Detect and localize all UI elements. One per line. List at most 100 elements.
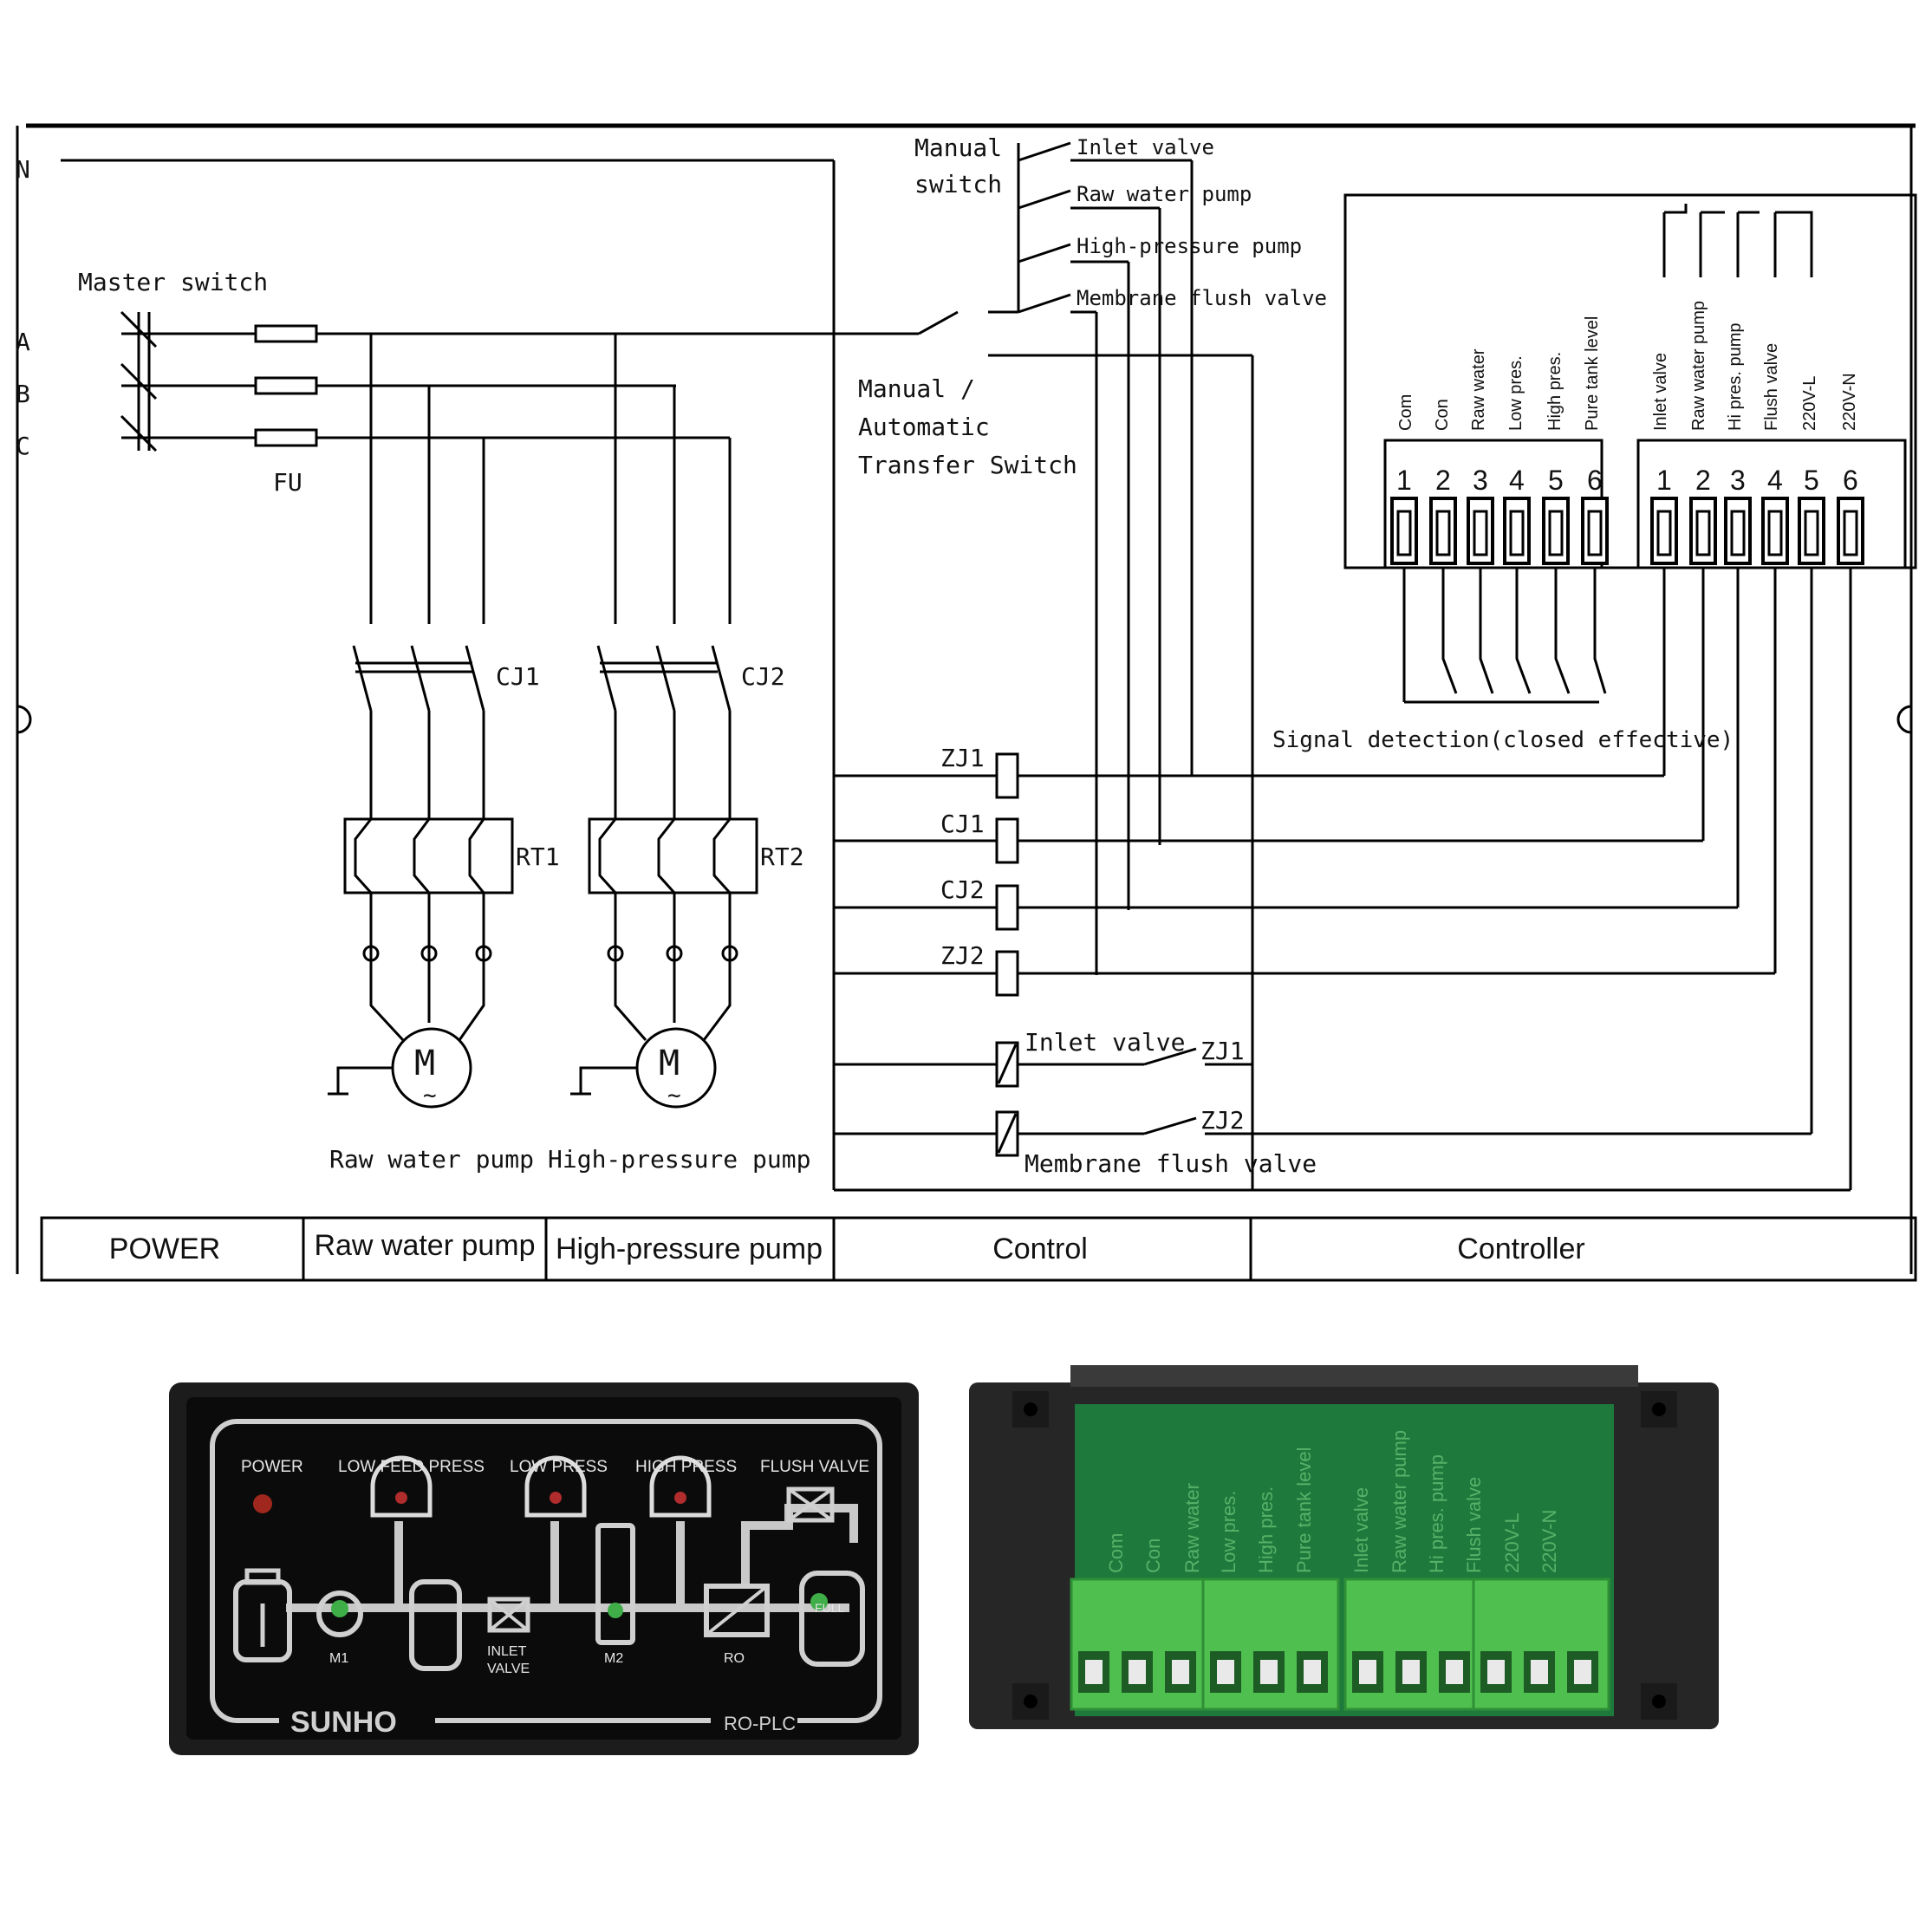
front-low-press-label: LOW PRESS (510, 1458, 608, 1476)
input-terminal-low-pres: Low pres. (1506, 355, 1525, 431)
output-terminal-1 (1650, 497, 1678, 565)
rt1-label: RT1 (516, 842, 560, 871)
output-terminal-hi-pres-pump: Hi pres. pump (1726, 323, 1745, 432)
output-terminal-raw-water-pump: Raw water pump (1689, 301, 1708, 431)
section-raw-water-pump: Raw water pump (314, 1229, 535, 1262)
input-terminal-2 (1429, 497, 1457, 565)
output-terminal-number: 5 (1804, 465, 1819, 496)
front-model-label: RO-PLC (724, 1713, 796, 1734)
manual-switch-label-2: switch (914, 170, 1002, 198)
input-terminal-number: 4 (1509, 465, 1525, 496)
high-pressure-pump-label: High-pressure pump (548, 1145, 810, 1174)
coil-cj2-label: CJ2 (940, 875, 985, 904)
input-terminal-6 (1581, 497, 1609, 565)
inlet-valve-coil-label: Inlet valve (1025, 1028, 1185, 1057)
input-terminal-number: 2 (1435, 465, 1451, 496)
section-control: Control (992, 1233, 1088, 1265)
input-terminal-number: 1 (1396, 465, 1412, 496)
input-terminal-raw-water: Raw water (1469, 348, 1488, 431)
controller-rear-board (969, 1365, 1719, 1729)
front-high-press-label: HIGH PRESS (635, 1458, 737, 1476)
motor-1-ac: ~ (423, 1083, 437, 1109)
wiring-diagram (16, 123, 1917, 1282)
input-terminal-number: 5 (1548, 465, 1564, 496)
pcb-label: Inlet valve (1350, 1487, 1372, 1573)
input-terminal-con: Con (1433, 399, 1452, 431)
front-valve-label: VALVE (487, 1662, 530, 1676)
controller-terminal-blocks (1390, 497, 1864, 565)
input-terminal-pure-tank-level: Pure tank level (1583, 316, 1602, 431)
pcb-label: Con (1142, 1538, 1164, 1573)
a-phase-label: A (16, 328, 30, 356)
front-inlet-label: INLET (487, 1644, 527, 1659)
output-terminal-number: 3 (1730, 465, 1746, 496)
front-m2-label: M2 (604, 1651, 623, 1666)
front-flush-valve-label: FLUSH VALVE (760, 1458, 869, 1476)
manual-output-raw-water-pump: Raw water pump (1077, 182, 1252, 206)
motor-2-ac: ~ (667, 1083, 681, 1109)
output-terminal-number: 6 (1843, 465, 1858, 496)
motor-2-symbol: M (659, 1044, 680, 1083)
controller-front-panel (169, 1382, 919, 1755)
input-terminal-com: Com (1396, 394, 1415, 431)
raw-water-pump-label: Raw water pump (329, 1145, 534, 1174)
pcb-label: Pure tank level (1293, 1447, 1315, 1573)
flush-valve-coil-label: Membrane flush valve (1025, 1149, 1317, 1178)
coil-zj1-label: ZJ1 (940, 744, 985, 772)
output-terminal-flush-valve: Flush valve (1762, 343, 1781, 431)
output-terminal-number: 4 (1767, 465, 1783, 496)
cj2-contactor-label: CJ2 (741, 662, 785, 691)
manual-auto-label-1: Manual / (858, 374, 975, 403)
pcb-label: Low pres. (1218, 1491, 1239, 1573)
output-terminal-inlet-valve: Inlet valve (1651, 353, 1670, 431)
pcb-label: Hi pres. pump (1426, 1454, 1447, 1573)
n-phase-label: N (16, 155, 30, 184)
front-m1-label: M1 (329, 1651, 348, 1666)
section-controller: Controller (1457, 1233, 1584, 1265)
input-terminal-1 (1390, 497, 1418, 565)
master-switch-label: Master switch (78, 268, 268, 296)
motor-1-symbol: M (414, 1044, 435, 1083)
output-terminal-6 (1837, 497, 1864, 565)
rt2-label: RT2 (760, 842, 804, 871)
section-high-pressure-pump: High-pressure pump (556, 1233, 823, 1265)
inlet-valve-contact-label: ZJ1 (1200, 1037, 1245, 1065)
pcb-label: 220V-N (1538, 1510, 1560, 1573)
front-brand-logo: SUNHO (290, 1706, 397, 1739)
pcb-label: Com (1105, 1533, 1127, 1573)
manual-output-high-pressure-pump: High-pressure pump (1077, 234, 1302, 258)
input-terminal-high-pres: High pres. (1545, 352, 1564, 431)
flush-valve-contact-label: ZJ2 (1200, 1106, 1245, 1135)
manual-auto-label-2: Automatic (858, 413, 990, 441)
output-terminal-5 (1798, 497, 1825, 565)
signal-detection-label: Signal detection(closed effective) (1272, 727, 1734, 753)
input-terminal-number: 3 (1473, 465, 1488, 496)
output-terminal-220v-l: 220V-L (1800, 376, 1819, 431)
coil-zj2-label: ZJ2 (940, 941, 985, 970)
cj1-contactor-label: CJ1 (496, 662, 540, 691)
front-low-feed-press-label: LOW FEED PRESS (338, 1458, 485, 1476)
b-phase-label: B (16, 380, 30, 408)
output-terminal-number: 1 (1656, 465, 1672, 496)
manual-switch-label-1: Manual (914, 133, 1002, 162)
fuse-label: FU (273, 468, 302, 497)
output-terminal-2 (1689, 497, 1717, 565)
pcb-label: High pres. (1255, 1486, 1277, 1573)
pcb-label: Flush valve (1463, 1477, 1485, 1573)
manual-auto-label-3: Transfer Switch (858, 451, 1077, 479)
input-terminal-4 (1503, 497, 1531, 565)
pcb-label: 220V-L (1501, 1512, 1523, 1573)
section-power: POWER (109, 1233, 220, 1265)
output-terminal-number: 2 (1695, 465, 1711, 496)
input-terminal-number: 6 (1587, 465, 1603, 496)
pcb-label: Raw water pump (1389, 1430, 1410, 1573)
front-power-label: POWER (241, 1458, 303, 1476)
manual-output-membrane-flush-valve: Membrane flush valve (1077, 286, 1327, 310)
coil-cj1-label: CJ1 (940, 810, 985, 838)
pcb-label: Raw water (1181, 1483, 1203, 1573)
front-ro-label: RO (724, 1651, 745, 1666)
front-full-label: FULL (815, 1601, 844, 1615)
manual-output-inlet-valve: Inlet valve (1077, 135, 1214, 159)
input-terminal-5 (1542, 497, 1570, 565)
